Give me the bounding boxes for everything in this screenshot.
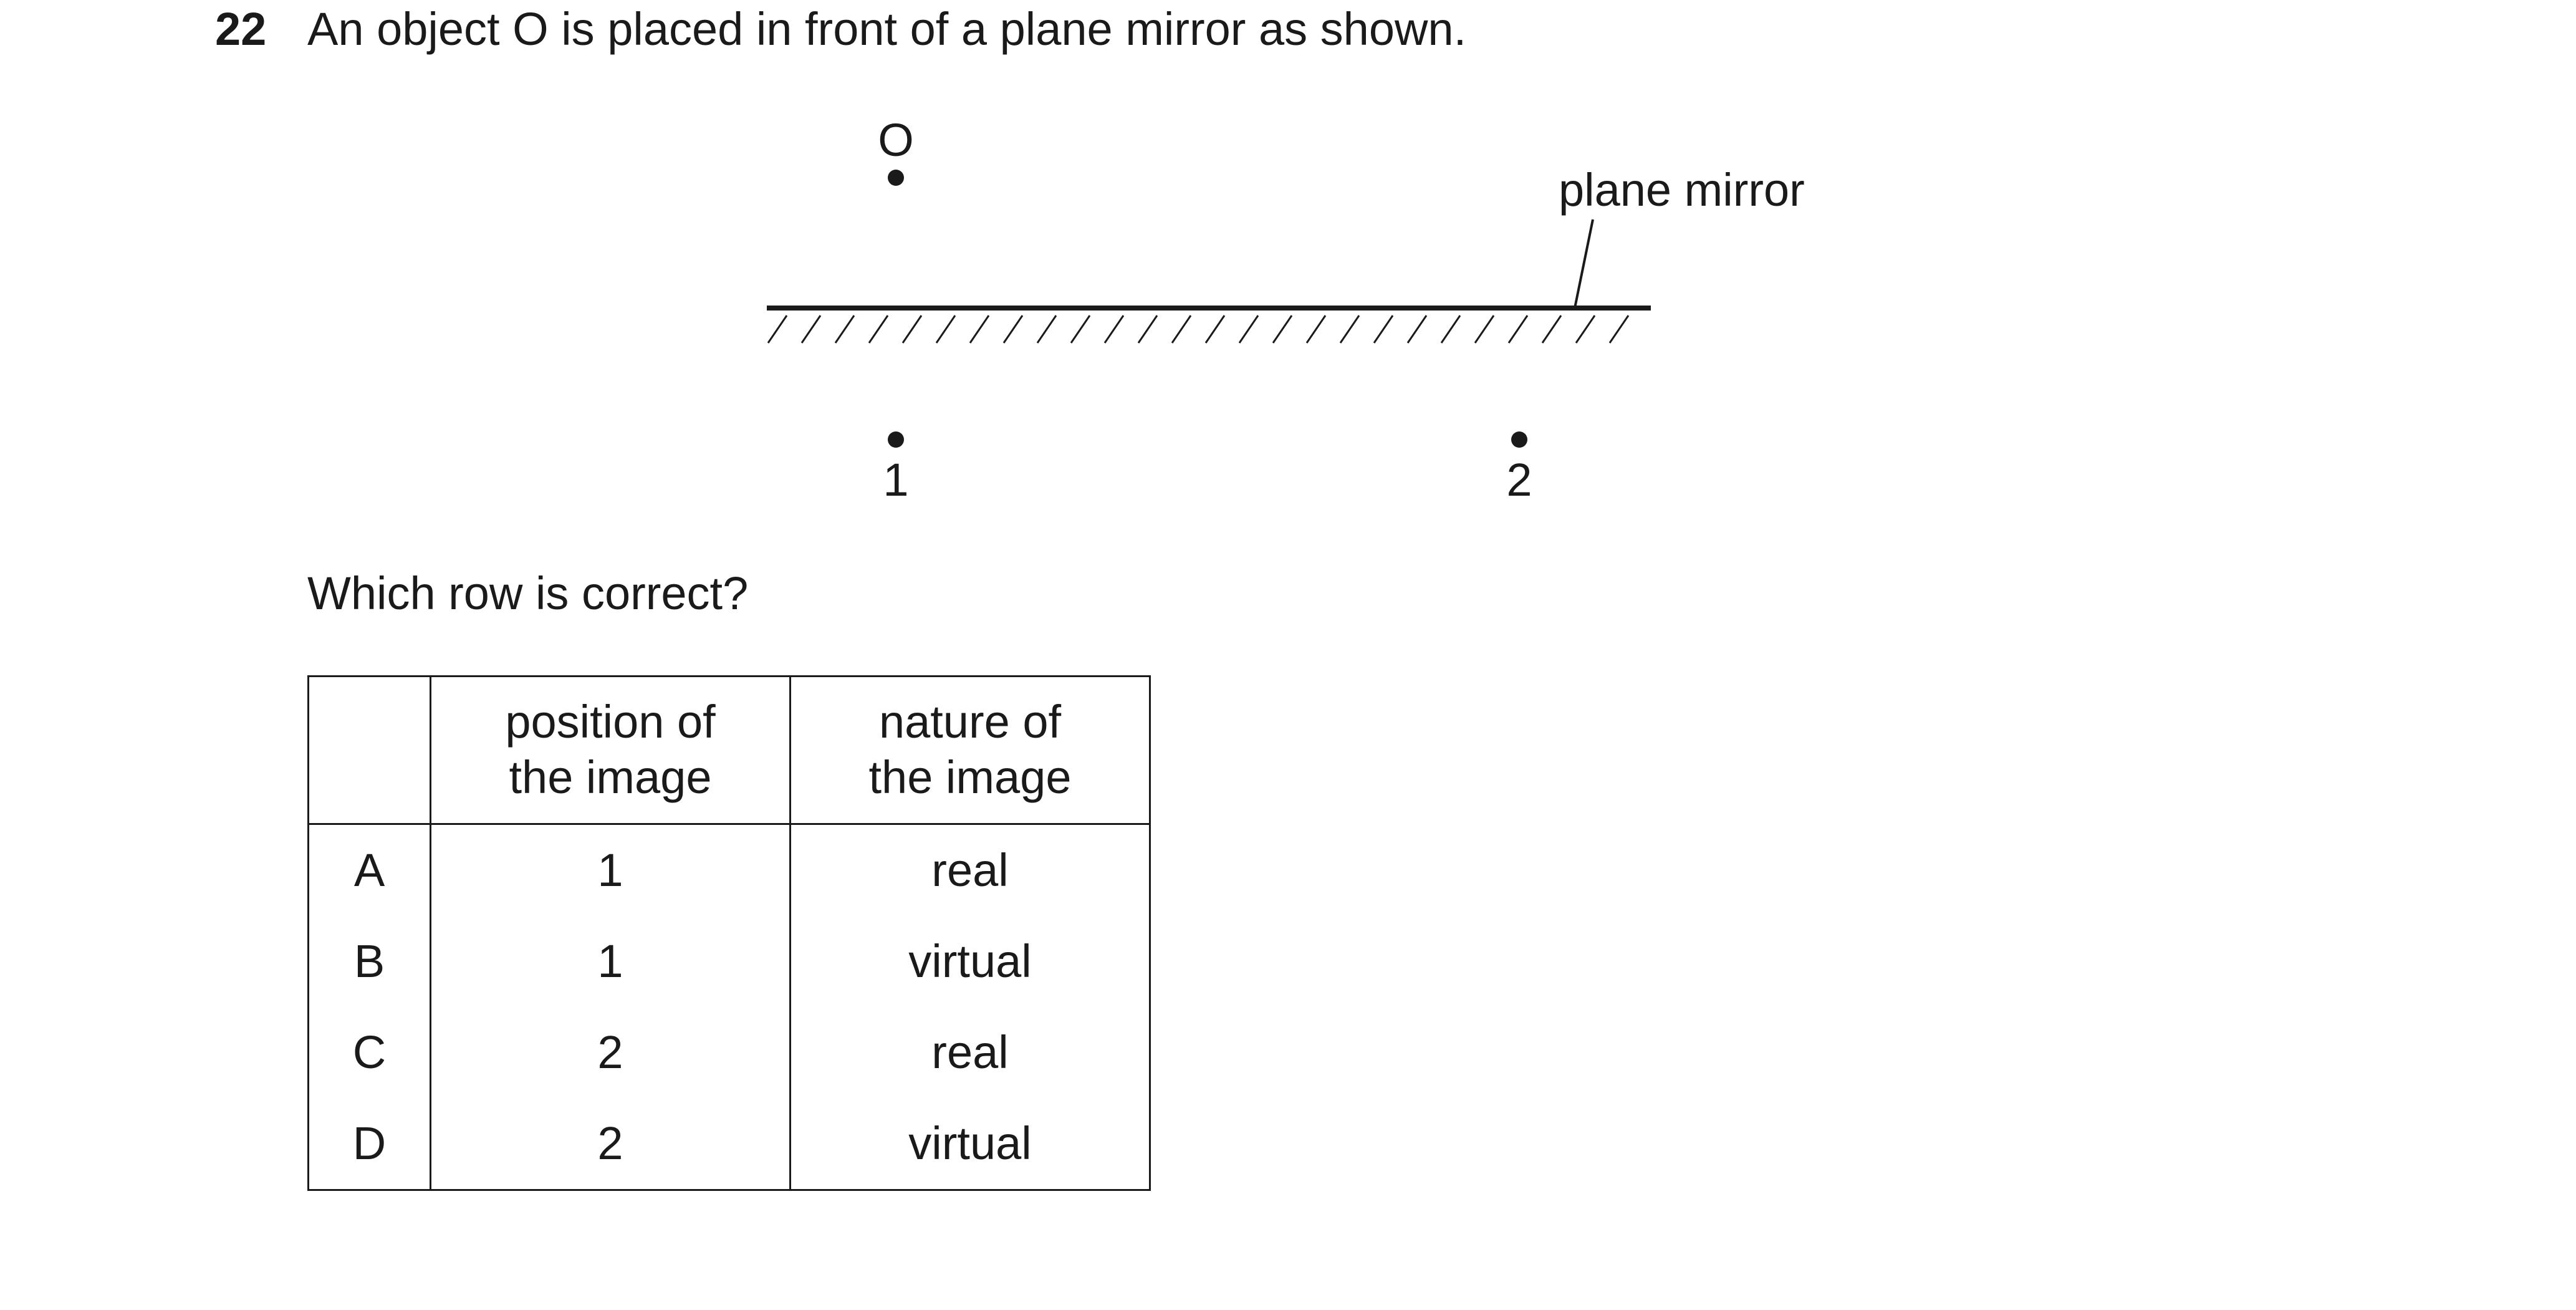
object-label: O [878,114,914,166]
row-position: 2 [430,1007,791,1098]
hatch-mark [1238,315,1259,344]
question-text: An object O is placed in front of a plan… [307,3,1467,55]
hatch-mark [1070,315,1091,344]
question-number: 22 [215,3,267,55]
hatch-mark [1541,315,1562,344]
header-position: position of the image [430,675,791,825]
position-2-dot [1511,431,1527,448]
hatch-mark [1036,315,1057,344]
hatch-mark [1474,315,1495,344]
header-nature: nature of the image [789,675,1151,825]
table-row[interactable]: D 2 virtual [307,1098,1151,1191]
hatch-mark [1272,315,1293,344]
row-nature: virtual [789,916,1151,1007]
hatch-mark [1575,315,1596,344]
hatch-mark [1204,315,1226,344]
hatch-mark [1440,315,1461,344]
object-dot [888,170,904,186]
row-key: D [307,1098,431,1191]
hatch-mark [1608,315,1630,344]
table-row[interactable]: A 1 real [307,824,1151,916]
position-1-label: 1 [883,454,908,506]
hatch-mark [767,315,788,344]
row-key: B [307,916,431,1007]
header-position-line1: position of [505,696,716,748]
hatch-mark [800,315,822,344]
header-nature-line1: nature of [878,696,1062,748]
row-position: 2 [430,1098,791,1191]
row-position: 1 [430,916,791,1007]
header-position-line2: the image [509,751,712,803]
answer-table: position of the image nature of the imag… [307,675,1151,1191]
hatch-mark [834,315,855,344]
mirror-diagram: O plane mirror 1 2 [767,114,1805,506]
position-1-dot [888,431,904,448]
table-header-row: position of the image nature of the imag… [307,675,1151,825]
row-nature: real [789,824,1151,916]
hatch-mark [969,315,990,344]
hatch-mark [1507,315,1529,344]
table-row[interactable]: B 1 virtual [307,916,1151,1007]
hatch-mark [1171,315,1192,344]
header-nature-line2: the image [868,751,1072,803]
mirror-hatching [767,315,1630,344]
row-nature: real [789,1007,1151,1098]
hatch-mark [935,315,956,344]
hatch-mark [1305,315,1327,344]
hatch-mark [1137,315,1158,344]
question-prompt: Which row is correct? [307,567,749,619]
hatch-mark [1406,315,1428,344]
header-key-cell [307,675,431,825]
hatch-mark [901,315,923,344]
table-row[interactable]: C 2 real [307,1007,1151,1098]
hatch-mark [1002,315,1024,344]
row-key: C [307,1007,431,1098]
row-nature: virtual [789,1098,1151,1191]
row-key: A [307,824,431,916]
hatch-mark [868,315,889,344]
position-2-label: 2 [1506,454,1532,506]
hatch-mark [1373,315,1394,344]
hatch-mark [1103,315,1125,344]
hatch-mark [1339,315,1360,344]
mirror-label: plane mirror [1559,164,1805,216]
row-position: 1 [430,824,791,916]
mirror-label-leader [1574,219,1594,309]
